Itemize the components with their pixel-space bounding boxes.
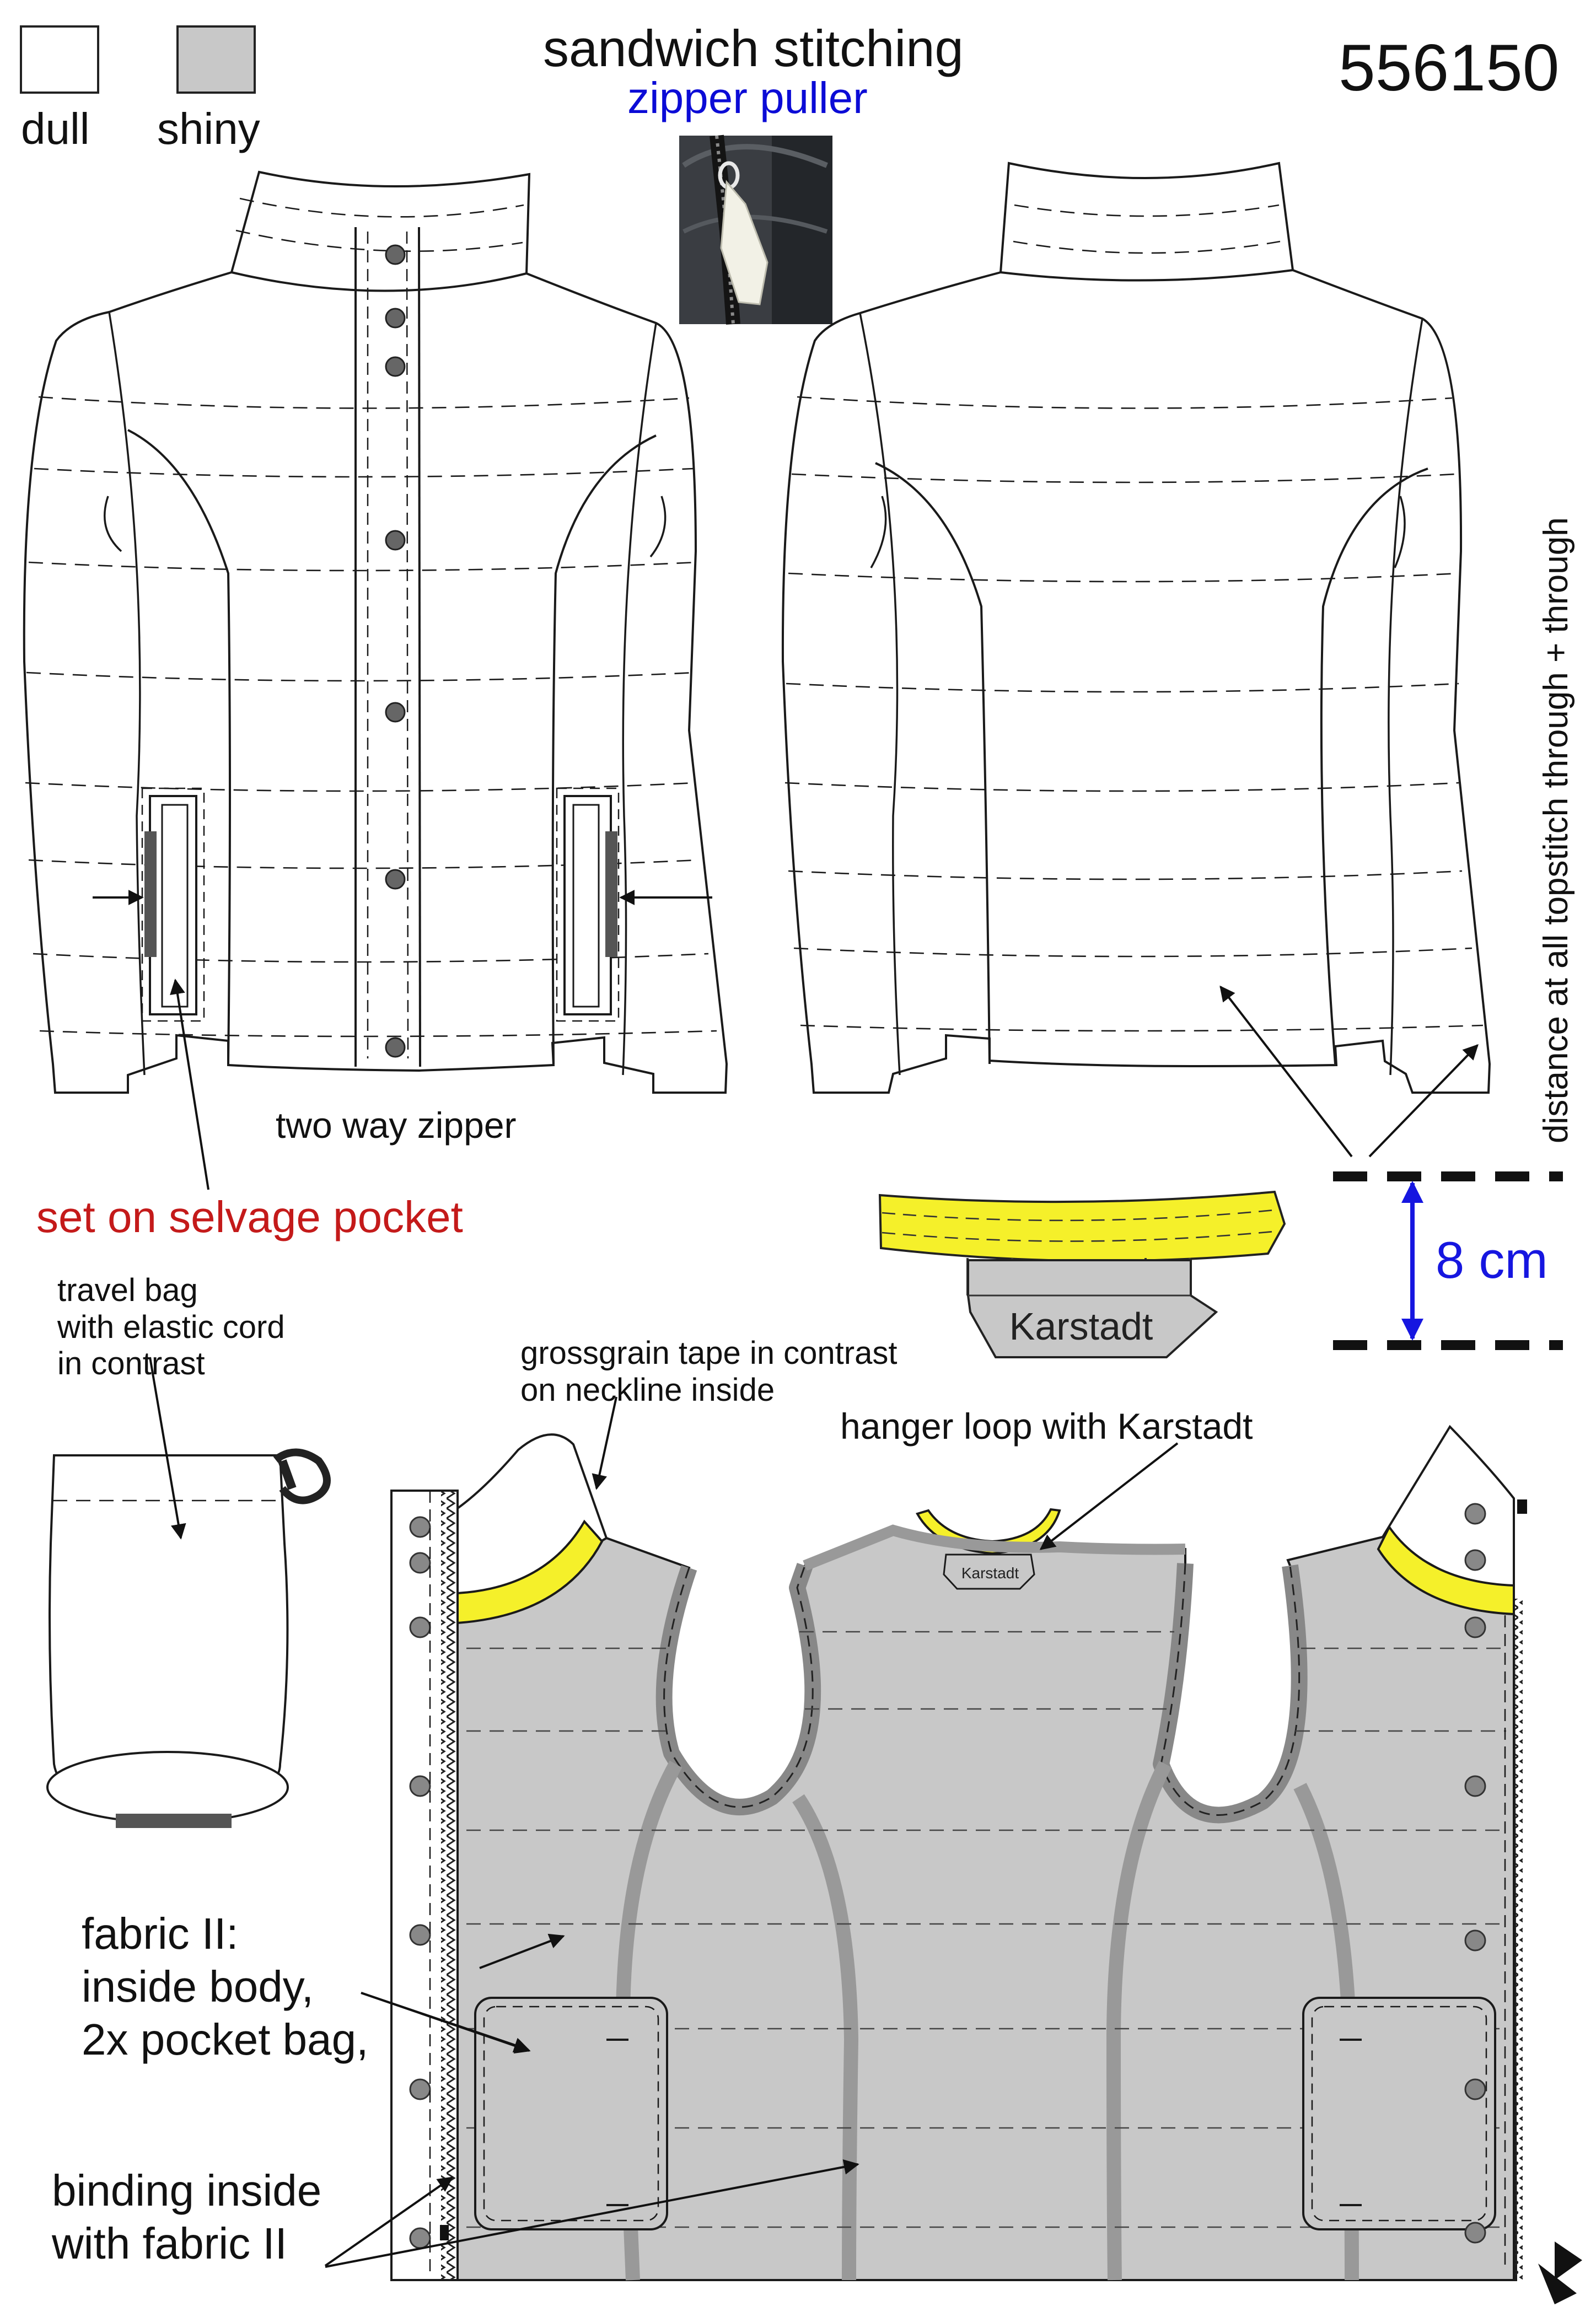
legend-swatch-shiny [176, 25, 256, 94]
snap-button-icon [1464, 1775, 1486, 1797]
neckline-tape-detail [878, 1190, 1286, 1358]
label-two-way-zipper: two way zipper [276, 1105, 517, 1146]
snap-button-icon [409, 1775, 431, 1797]
grosgrain-tape [878, 1190, 1286, 1262]
label-binding: binding inside with fabric II [52, 2166, 322, 2268]
arrow-icon [325, 2159, 859, 2268]
arrow-icon [1039, 1442, 1179, 1550]
diagram-subtitle: zipper puller [627, 73, 868, 122]
snap-button-icon [385, 356, 406, 377]
arrow-icon [361, 1992, 530, 2053]
snap-button-icon [385, 702, 406, 723]
pocket-arrows [93, 890, 712, 1190]
zipper-puller-photo [679, 135, 832, 325]
diagram-title: sandwich stitching [543, 19, 964, 77]
pocket-left [141, 787, 205, 1022]
snap-button-icon [409, 1552, 431, 1574]
label-measurement-8cm: 8 cm [1436, 1231, 1548, 1289]
snap-button-icon [1464, 2222, 1486, 2244]
arrow-icon [324, 2176, 454, 2267]
travel-bag [46, 1357, 331, 1828]
arrow-icon [592, 1396, 617, 1490]
jacket-front [23, 170, 728, 1094]
arrow-icon [170, 979, 209, 1190]
arrow-icon [1368, 1044, 1479, 1158]
elastic-cord [273, 1448, 331, 1504]
snap-button-icon [385, 308, 406, 329]
snap-button-icon [385, 244, 406, 265]
snap-button-icon [409, 1616, 431, 1638]
karstadt-label-text: Karstadt [1009, 1305, 1153, 1348]
front-collar-inner [231, 271, 527, 292]
snap-button-icon [1464, 1503, 1486, 1525]
snap-button-icon [1464, 1929, 1486, 1952]
legend-swatch-dull [20, 25, 99, 94]
label-topstitch-distance: distance at all topstitch through + thro… [1537, 517, 1575, 1143]
arrow-icon [149, 1357, 186, 1540]
placket-line [418, 227, 421, 1067]
pocket-bag-right [1302, 1997, 1496, 2230]
arrow-icon [479, 1933, 565, 1969]
arrow-icon [1219, 985, 1353, 1158]
jacket-inside [390, 1424, 1582, 2304]
snap-button-icon [1464, 1549, 1486, 1571]
snap-button-icon [409, 2078, 431, 2100]
label-selvage-pocket: set on selvage pocket [36, 1192, 463, 1241]
front-buttons [385, 244, 406, 1058]
pocket-bag-left [474, 1997, 668, 2230]
karstadt-label-shape [967, 1259, 1218, 1358]
snap-button-icon [385, 869, 406, 890]
snap-button-icon [1464, 2078, 1486, 2100]
snap-button-icon [409, 1924, 431, 1946]
front-body [23, 170, 728, 1094]
back-body [781, 162, 1491, 1094]
snap-button-icon [409, 1516, 431, 1538]
article-number: 556150 [1339, 31, 1560, 105]
label-travel-bag: travel bag with elastic cord in contrast [57, 1272, 285, 1382]
snap-button-icon [409, 2227, 431, 2249]
back-arrows [1219, 985, 1479, 1158]
snap-button-icon [1464, 1616, 1486, 1638]
inside-arrows [324, 1396, 1179, 2268]
collar-tape-left [456, 1519, 604, 1625]
pocket-right [556, 787, 620, 1022]
hanger-loop-karstadt-text: Karstadt [961, 1565, 1019, 1582]
legend-label-shiny: shiny [157, 104, 260, 153]
snap-button-icon [385, 530, 406, 551]
label-hanger-loop: hanger loop with Karstadt [840, 1406, 1253, 1447]
legend-label-dull: dull [21, 104, 90, 153]
hanger-loop-label [943, 1553, 1035, 1590]
measurement-8cm [1333, 1171, 1563, 1350]
snap-button-icon [385, 1037, 406, 1058]
label-grosgrain-tape: grossgrain tape in contrast on neckline … [520, 1335, 898, 1408]
label-fabric-ii: fabric II: inside body, 2x pocket bag, [82, 1909, 369, 2064]
jacket-back [781, 162, 1491, 1094]
collar-tape-right [1377, 1525, 1515, 1616]
